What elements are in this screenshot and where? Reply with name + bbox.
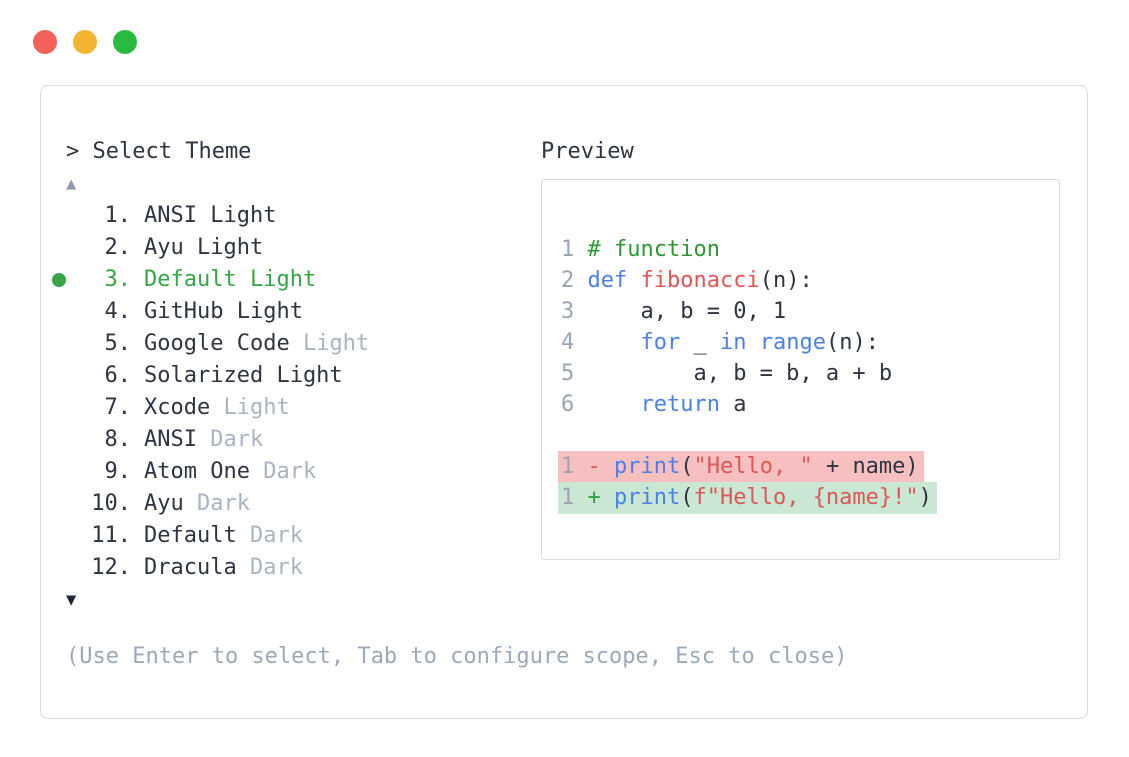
theme-item-number: 7. <box>104 395 132 420</box>
theme-selector-panel: > Select Theme ▲ 1. ANSI Light 2. Ayu Light… <box>40 85 1088 719</box>
theme-item-label: Atom One <box>144 459 250 484</box>
theme-list: 1. ANSI Light 2. Ayu Light 3. Default Light 4.… <box>52 200 532 584</box>
code-lines: 1 # function 2 def fibonacci(n): 3 a, b = … <box>558 234 1059 514</box>
minimize-button-icon[interactable] <box>73 30 97 54</box>
theme-item-number: 4. <box>104 299 132 324</box>
theme-item-number: 2. <box>104 235 132 260</box>
help-text: (Use Enter to select, Tab to configure s… <box>66 644 848 669</box>
theme-item-label: Solarized Light <box>144 363 343 388</box>
code-preview-box: 1 # function 2 def fibonacci(n): 3 a, b = … <box>541 179 1060 560</box>
theme-item-ansi[interactable]: 8. ANSI Dark <box>52 424 532 456</box>
theme-item-variant: Dark <box>236 523 303 548</box>
theme-item-number: 9. <box>104 459 132 484</box>
theme-item-label: Ayu <box>144 491 184 516</box>
window-controls <box>33 30 137 54</box>
theme-item-variant: Dark <box>236 555 303 580</box>
code-line: 2 def fibonacci(n): <box>561 268 813 293</box>
theme-item-label: GitHub Light <box>144 299 303 324</box>
zoom-button-icon[interactable] <box>113 30 137 54</box>
theme-item-variant: Dark <box>249 459 317 484</box>
theme-item-ayu[interactable]: 10. Ayu Dark <box>52 488 532 520</box>
code-line: 1 # function <box>561 237 720 262</box>
select-theme-prompt: > Select Theme <box>66 139 252 164</box>
theme-item-label: Default Light <box>144 267 317 292</box>
theme-item-default[interactable]: 11. Default Dark <box>52 520 532 552</box>
code-line: 3 a, b = 0, 1 <box>561 299 787 324</box>
theme-item-variant: Light <box>289 331 370 356</box>
theme-item-label: Default <box>144 523 237 548</box>
theme-item-variant: Light <box>210 395 290 420</box>
theme-item-number: 6. <box>104 363 132 388</box>
scroll-down-icon[interactable]: ▼ <box>66 590 77 610</box>
theme-list-column: > Select Theme ▲ 1. ANSI Light 2. Ayu Light… <box>52 136 532 616</box>
theme-item-google-code[interactable]: 5. Google Code Light <box>52 328 532 360</box>
code-line: 4 for _ in range(n): <box>561 330 879 355</box>
theme-item-ayu-light[interactable]: 2. Ayu Light <box>52 232 532 264</box>
theme-item-label: Ayu Light <box>144 235 264 260</box>
theme-item-label: Dracula <box>144 555 237 580</box>
blank-line <box>561 420 1059 451</box>
theme-item-number: 1. <box>104 203 132 228</box>
theme-item-default-light[interactable]: 3. Default Light <box>52 264 532 296</box>
theme-item-variant: Dark <box>183 491 250 516</box>
theme-item-ansi-light[interactable]: 1. ANSI Light <box>52 200 532 232</box>
scroll-up-icon[interactable]: ▲ <box>66 174 77 194</box>
theme-item-number: 3. <box>104 267 132 292</box>
theme-item-label: Google Code <box>144 331 290 356</box>
theme-item-variant: Dark <box>196 427 264 452</box>
preview-column: Preview 1 # function 2 def fibonacci(n): 3… <box>541 136 1060 560</box>
theme-item-label: ANSI Light <box>144 203 277 228</box>
theme-item-number: 12. <box>91 555 131 580</box>
theme-item-atom-one[interactable]: 9. Atom One Dark <box>52 456 532 488</box>
theme-item-label: ANSI <box>144 427 197 452</box>
close-button-icon[interactable] <box>33 30 57 54</box>
theme-item-number: 8. <box>104 427 132 452</box>
theme-item-number: 11. <box>91 523 131 548</box>
theme-item-xcode[interactable]: 7. Xcode Light <box>52 392 532 424</box>
theme-item-github-light[interactable]: 4. GitHub Light <box>52 296 532 328</box>
theme-item-label: Xcode <box>144 395 211 420</box>
theme-item-dracula[interactable]: 12. Dracula Dark <box>52 552 532 584</box>
diff-added-line: 1 + print(f"Hello, {name}!") <box>558 482 1059 514</box>
diff-removed-line: 1 - print("Hello, " + name) <box>558 451 1059 483</box>
code-line: 6 return a <box>561 392 747 417</box>
preview-title: Preview <box>541 139 634 164</box>
theme-item-solarized-light[interactable]: 6. Solarized Light <box>52 360 532 392</box>
theme-item-number: 5. <box>104 331 132 356</box>
code-line: 5 a, b = b, a + b <box>561 361 893 386</box>
theme-item-number: 10. <box>91 491 131 516</box>
